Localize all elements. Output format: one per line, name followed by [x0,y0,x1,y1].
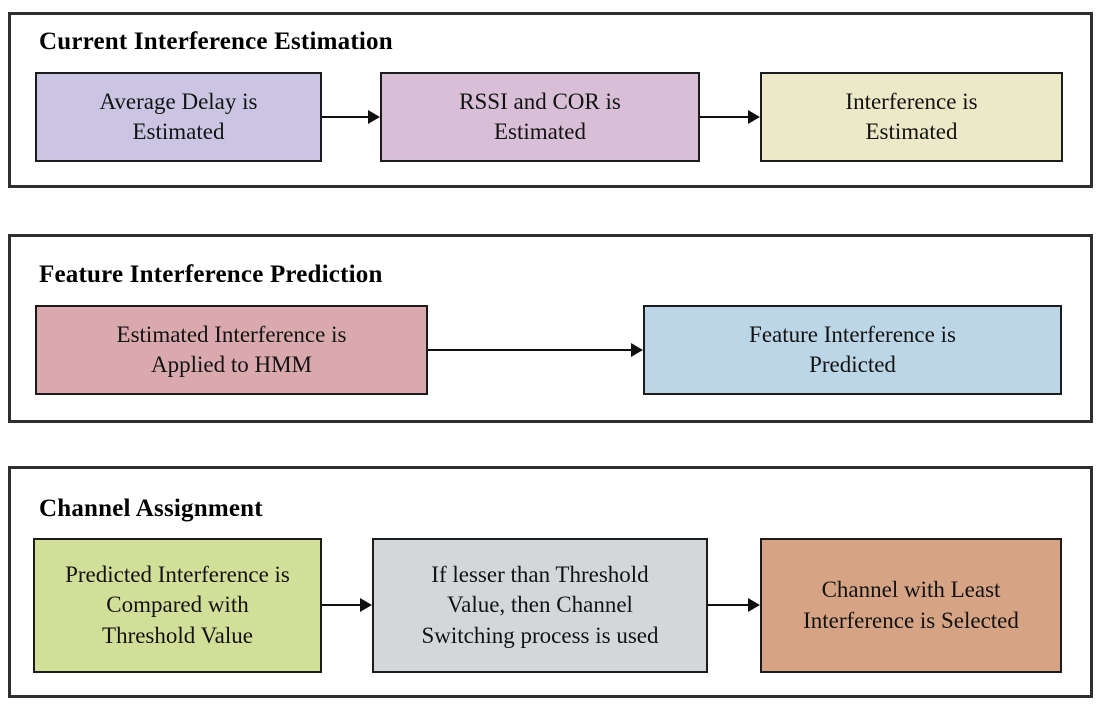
box-feature-interference-predicted: Feature Interference is Predicted [643,305,1062,395]
panel-feature-interference-prediction: Feature Interference Prediction Estimate… [8,234,1093,423]
box-predicted-interference-compared-threshold: Predicted Interference is Compared with … [33,538,322,673]
arrow-right-icon [322,109,380,125]
box-interference-estimated: Interference is Estimated [760,72,1063,162]
panel-title-channel-assignment: Channel Assignment [39,495,263,522]
panel-title-feature-interference-prediction: Feature Interference Prediction [39,261,383,288]
arrow-right-icon [428,342,643,358]
arrow-right-icon [708,597,760,613]
box-channel-switching-process: If lesser than Threshold Value, then Cha… [372,538,708,673]
arrow-right-icon [700,109,760,125]
arrow-right-icon [322,597,372,613]
box-rssi-cor-estimated: RSSI and COR is Estimated [380,72,700,162]
panel-channel-assignment: Channel Assignment Predicted Interferenc… [8,466,1093,698]
box-least-interference-channel-selected: Channel with Least Interference is Selec… [760,538,1062,673]
box-average-delay-estimated: Average Delay is Estimated [35,72,322,162]
box-estimated-interference-applied-hmm: Estimated Interference is Applied to HMM [35,305,428,395]
panel-title-current-interference-estimation: Current Interference Estimation [39,28,393,55]
panel-current-interference-estimation: Current Interference Estimation Average … [8,12,1093,188]
